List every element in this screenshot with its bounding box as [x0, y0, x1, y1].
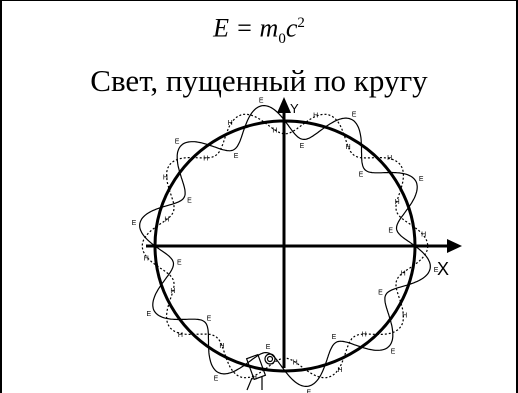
e-field-label: E [187, 198, 192, 205]
h-field-label: H [421, 231, 426, 238]
e-field-label: E [388, 228, 393, 235]
h-field-label: H [395, 199, 400, 206]
h-field-label: H [144, 256, 149, 263]
e-field-label: E [207, 315, 212, 322]
e-field-label: E [352, 112, 357, 119]
h-field-label: H [362, 332, 367, 339]
h-field-label: H [252, 375, 257, 382]
e-field-label: E [266, 344, 271, 351]
e-field-label: E [359, 172, 364, 179]
h-field-label: H [346, 144, 351, 151]
e-field-label: E [259, 97, 264, 104]
h-field-label: H [163, 175, 168, 182]
energy-formula: E = m0c2 [0, 8, 518, 54]
y-axis-label: Y [290, 101, 299, 116]
e-field-label: E [332, 334, 337, 341]
h-field-label: H [401, 271, 406, 278]
e-field-label: E [132, 220, 137, 227]
e-field-label: E [175, 139, 180, 146]
h-field-label: H [337, 367, 342, 374]
axes [146, 110, 450, 368]
e-field-label: E [234, 153, 239, 160]
light-source-device-icon [245, 353, 276, 391]
formula-mass-subscript: 0 [278, 30, 286, 47]
h-field-label: H [272, 128, 277, 135]
h-field-label: H [402, 312, 407, 319]
e-field-label: E [214, 376, 219, 383]
formula-exponent: 2 [297, 15, 305, 31]
x-axis-label: X [437, 259, 449, 279]
e-field-label: E [177, 259, 182, 266]
electric-field-wave [139, 105, 431, 387]
h-field-label: H [164, 217, 169, 224]
formula-speed-of-light: c [285, 13, 298, 43]
formula-equals: = [229, 13, 260, 43]
e-field-label: E [391, 349, 396, 356]
formula-mass: m [259, 13, 279, 43]
h-field-label: H [219, 343, 224, 350]
h-field-label: H [228, 120, 233, 127]
e-field-label: E [378, 290, 383, 297]
h-field-label: H [203, 155, 208, 162]
h-field-label: H [313, 113, 318, 120]
e-field-label: E [434, 267, 439, 274]
wave-labels: E H E H E H E H E H E H E H E H E H E H E H E H E H E H E H E H E H E H E H E H [132, 97, 439, 393]
e-field-label: E [300, 143, 305, 150]
e-field-label: E [419, 176, 424, 183]
h-field-label: H [387, 155, 392, 162]
caption-title: Свет, пущенный по кругу [90, 63, 428, 98]
h-field-label: H [178, 332, 183, 339]
formula-energy: E [213, 13, 229, 43]
x-axis-arrow-icon [447, 239, 462, 253]
h-field-label: H [293, 359, 298, 366]
e-field-label: E [146, 311, 151, 318]
y-axis-arrow-icon [277, 97, 291, 113]
h-field-label: H [170, 288, 175, 295]
e-field-label: E [306, 390, 311, 393]
